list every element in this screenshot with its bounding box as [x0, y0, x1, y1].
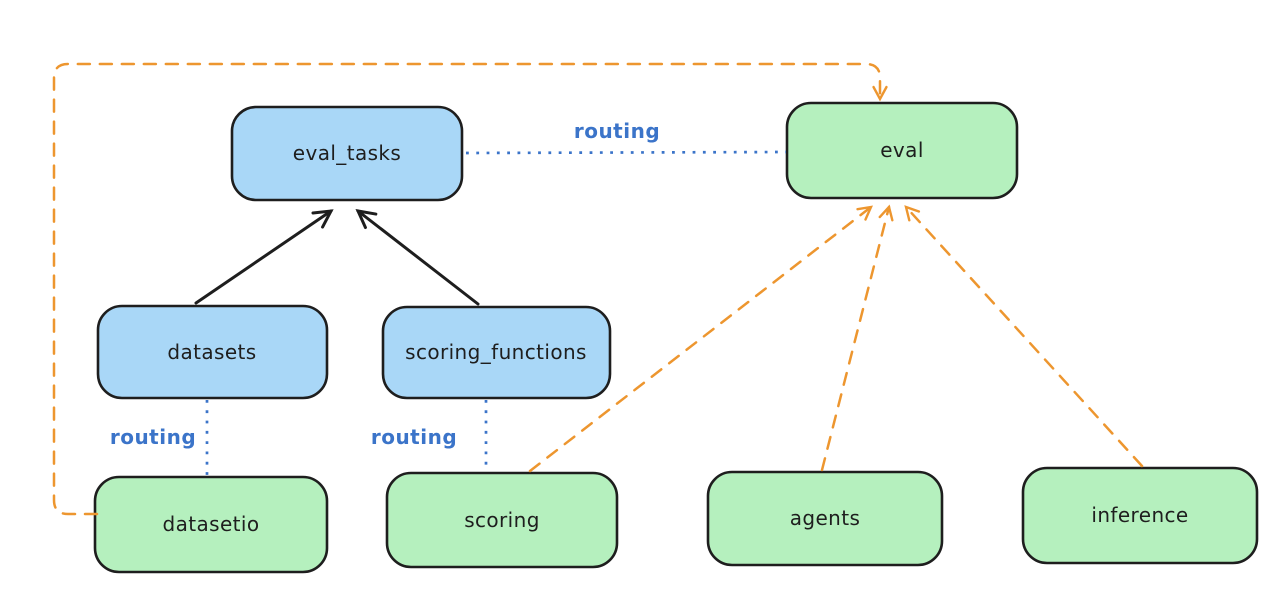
node-eval-tasks-box — [230, 105, 464, 202]
edge-datasets-to-eval-tasks — [194, 209, 334, 305]
node-eval-box — [785, 101, 1019, 200]
node-scoring-functions: scoring_functions — [381, 305, 612, 400]
node-inference-label: inference — [1091, 503, 1188, 527]
node-datasetio-label: datasetio — [162, 512, 259, 536]
node-datasets: datasets — [96, 304, 329, 400]
edge-inference-to-eval — [904, 205, 1144, 468]
node-eval-tasks-label: eval_tasks — [293, 141, 401, 165]
node-eval-label: eval — [880, 138, 924, 162]
edge-scoring-to-eval — [528, 205, 873, 473]
node-datasets-box — [96, 304, 329, 400]
node-inference-box — [1021, 466, 1259, 565]
edge-label-routing-top: routing — [574, 119, 660, 143]
node-inference: inference — [1021, 466, 1259, 565]
node-agents: agents — [706, 470, 944, 567]
edge-agents-to-eval — [820, 204, 894, 472]
node-scoring-functions-box — [381, 305, 612, 400]
node-scoring: scoring — [385, 471, 619, 569]
edge-datasetio-to-eval — [52, 62, 888, 516]
node-datasetio-box — [93, 475, 329, 574]
node-scoring-functions-label: scoring_functions — [405, 340, 587, 364]
node-datasetio: datasetio — [93, 475, 329, 574]
edge-scoring-functions-to-eval-tasks — [355, 209, 480, 306]
node-agents-label: agents — [790, 506, 861, 530]
edge-label-routing-mid: routing — [371, 425, 457, 449]
node-datasets-label: datasets — [167, 340, 256, 364]
node-eval-tasks: eval_tasks — [230, 105, 464, 202]
edge-label-routing-left: routing — [110, 425, 196, 449]
node-eval: eval — [785, 101, 1019, 200]
node-scoring-box — [385, 471, 619, 569]
node-agents-box — [706, 470, 944, 567]
edge-eval-tasks-to-eval-routing — [465, 150, 787, 155]
node-scoring-label: scoring — [464, 508, 540, 532]
